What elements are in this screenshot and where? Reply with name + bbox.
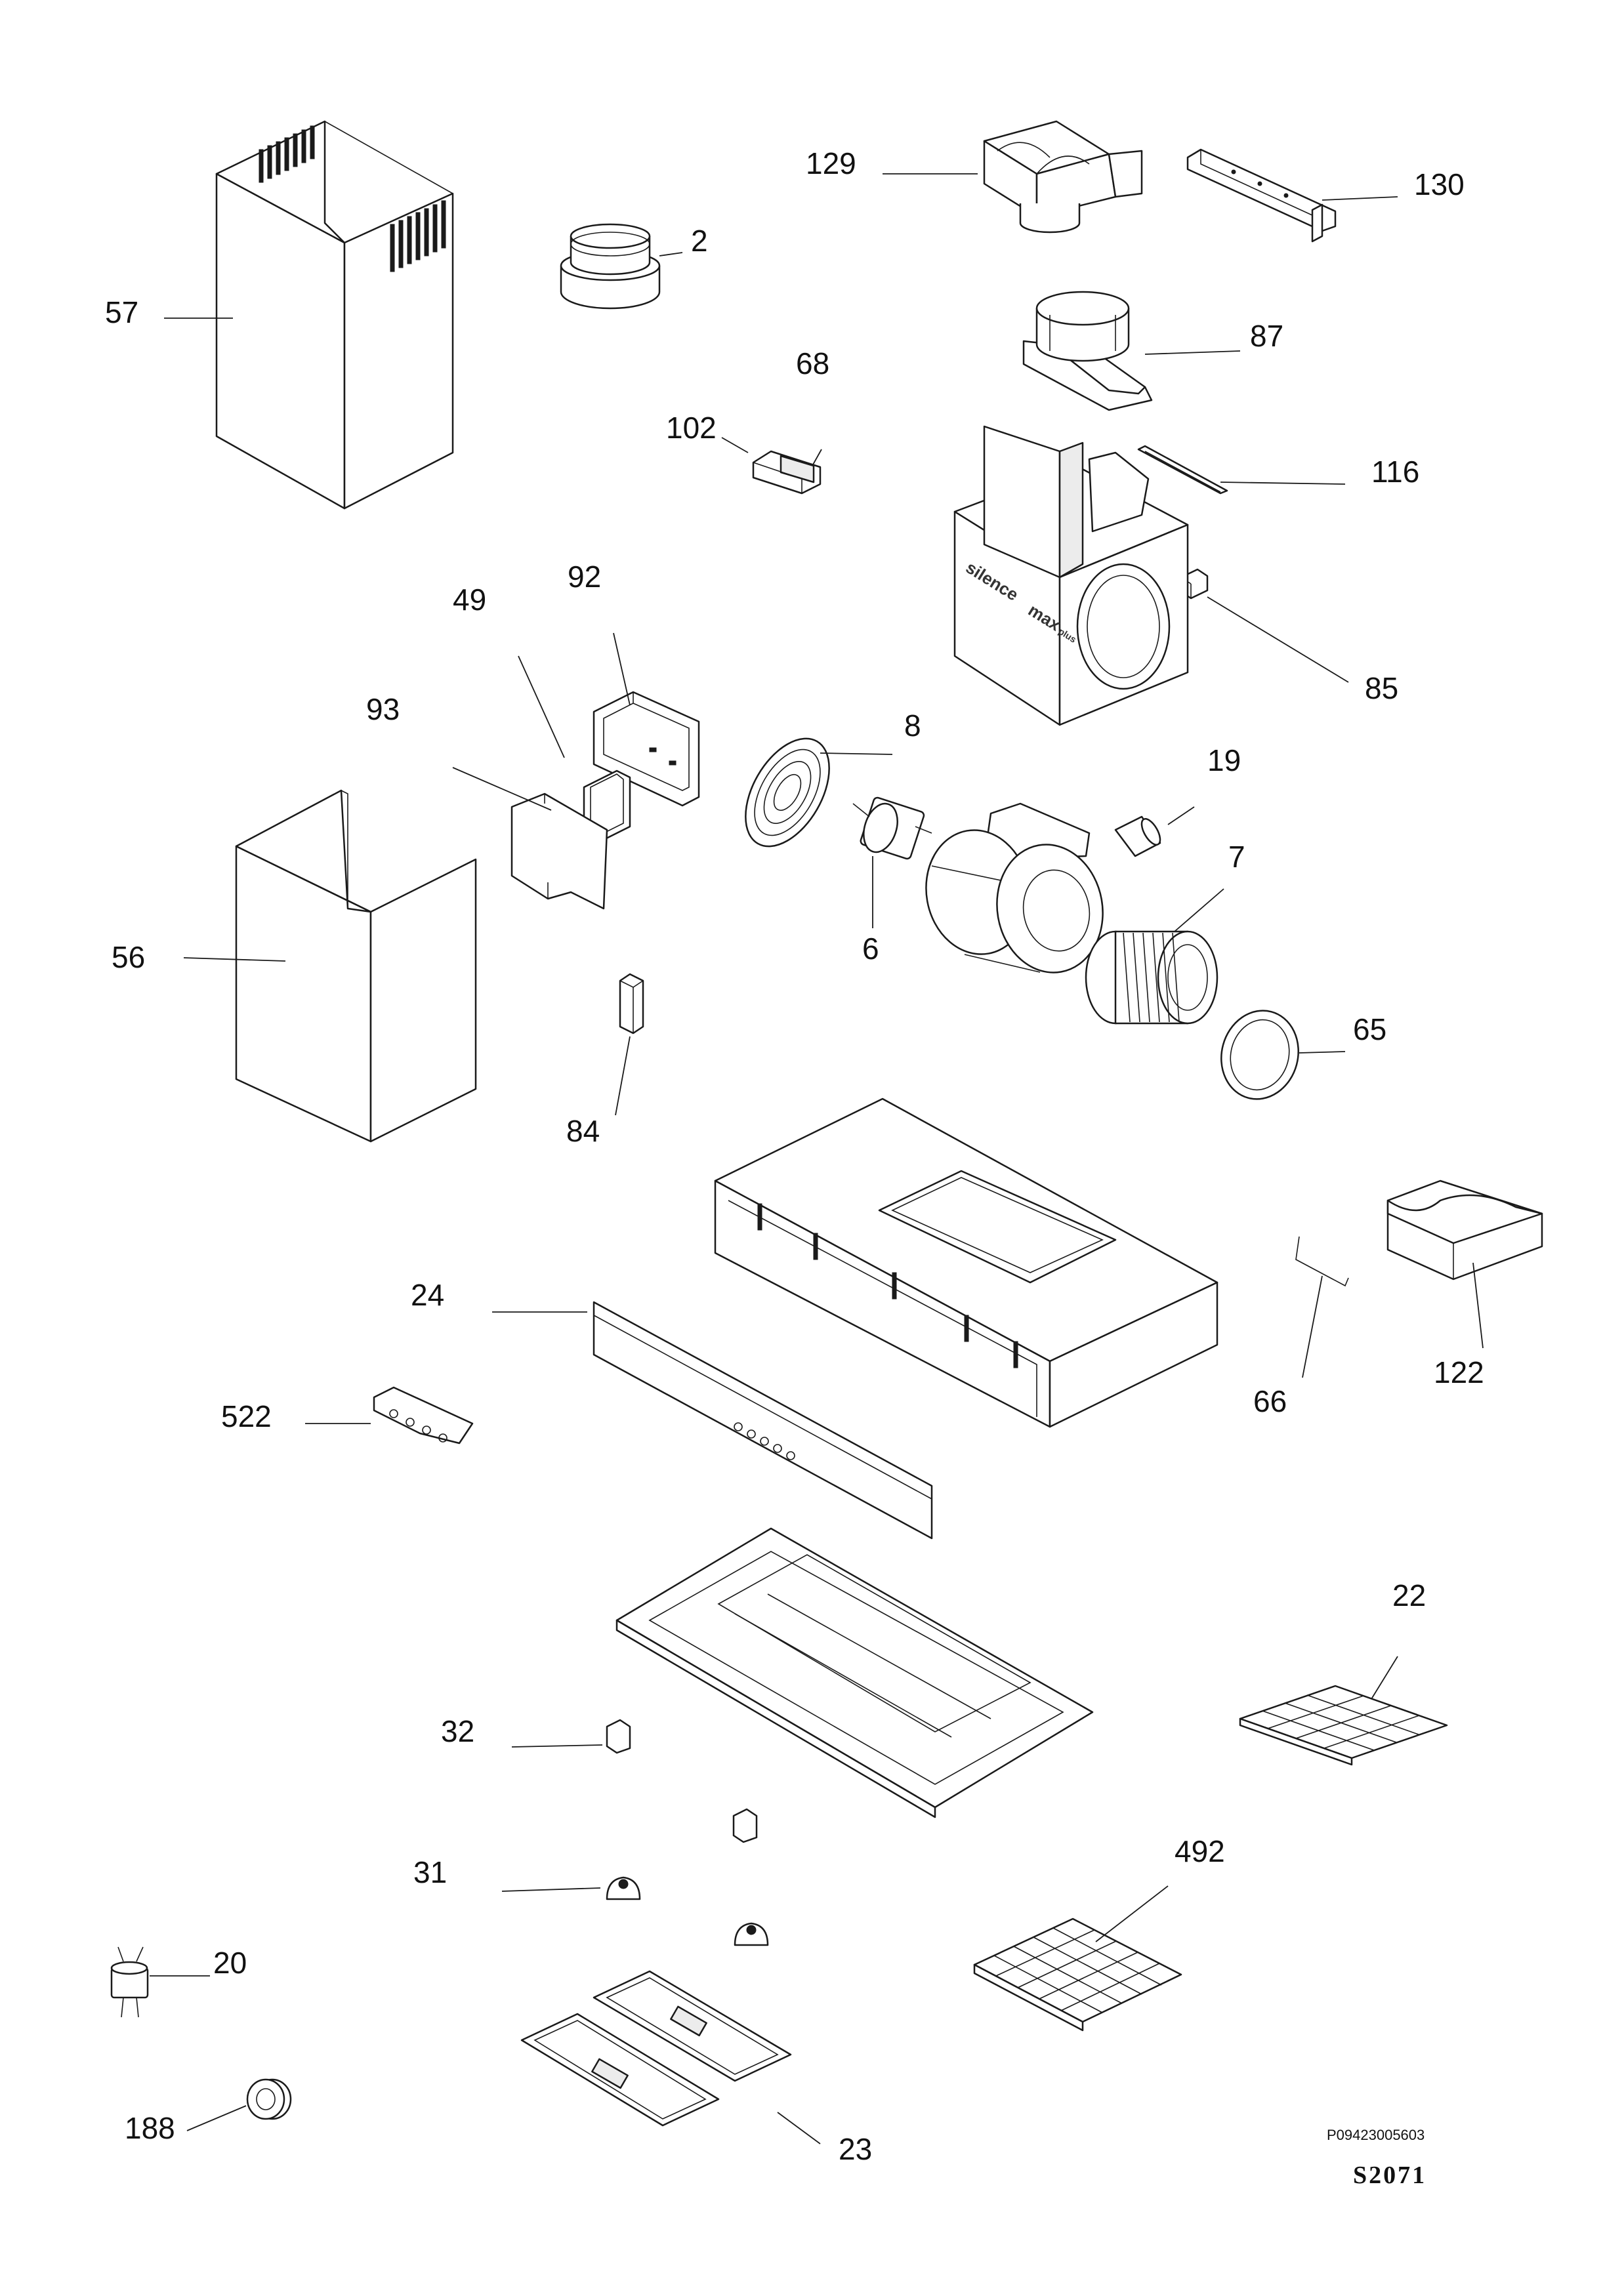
label-66: 24 (411, 1278, 444, 1312)
label-116: 116 (1371, 455, 1419, 489)
label-19: 19 (1207, 743, 1241, 777)
label-20: 20 (213, 1946, 247, 1980)
label-522: 122 (1434, 1355, 1484, 1389)
part-support-strip: 116 (1137, 445, 1419, 495)
label-8: 8 (904, 708, 921, 743)
label-22: 22 (1392, 1578, 1426, 1612)
label-6: 7 (1228, 840, 1245, 874)
label-49: 49 (453, 583, 486, 617)
part-blower-wheel: 7 (1085, 840, 1245, 1025)
label-57: 57 (105, 295, 138, 329)
part-wire-hook: 66 (1253, 1236, 1349, 1418)
label-56: 56 (112, 940, 145, 974)
part-front-panel: 24 (411, 1278, 933, 1540)
part-relay: 68 102 (666, 346, 829, 495)
label-84: 84 (566, 1114, 600, 1148)
part-control-board: 93 (366, 692, 608, 910)
part-mounting-bracket: 130 (1186, 148, 1465, 243)
label-32: 32 (441, 1714, 474, 1748)
part-air-deflector: 129 (806, 120, 1143, 234)
label-24: 66 (1253, 1384, 1287, 1418)
part-chimney-upper: 57 (105, 120, 454, 510)
part-grease-filter-grid: 492 (973, 1834, 1225, 2032)
part-capacitor: 19 (1114, 743, 1241, 857)
part-motor-guard-grille: 8 (745, 708, 921, 848)
part-charcoal-filter: 22 (1239, 1578, 1448, 1766)
part-packaging-foam: 122 (1386, 1179, 1543, 1389)
label-129: 129 (806, 146, 856, 180)
label-93: 93 (366, 692, 400, 726)
part-halogen-lamp: 31 (413, 1855, 769, 1946)
label-85: 85 (1365, 671, 1398, 705)
label-188: 188 (125, 2111, 175, 2145)
part-blower-housing (925, 802, 1104, 974)
label-65: 65 (1353, 1012, 1386, 1046)
part-grommet: 188 (125, 2078, 292, 2145)
document-code: P09423005603 (1327, 2127, 1425, 2143)
part-terminal-connector: 20 (110, 1946, 247, 2018)
label-2: 2 (691, 224, 708, 258)
part-canopy-body (714, 1097, 1218, 1428)
part-grease-filter: 23 (520, 1970, 872, 2166)
part-chimney-lower: 56 (112, 789, 477, 1143)
label-130: 130 (1414, 167, 1465, 201)
label-102: 102 (666, 411, 717, 445)
part-duct-connector: 2 (560, 223, 708, 310)
part-clip: 85 (1180, 568, 1398, 705)
part-electronics-housing: 92 (568, 560, 700, 807)
part-transition-flange: 87 (1022, 291, 1283, 411)
part-motor: 6 (852, 796, 932, 966)
part-transformer: 84 (566, 973, 644, 1148)
part-switch-block: 522 (221, 1386, 474, 1445)
label-92: 92 (568, 560, 601, 594)
vent-slots-right (390, 200, 446, 272)
label-492: 492 (1175, 1834, 1225, 1868)
sheet-id: S2071 (1353, 2162, 1426, 2189)
label-7: 6 (862, 932, 879, 966)
part-inlet-ring: 65 (1220, 1010, 1386, 1100)
part-bottom-frame (615, 1527, 1094, 1818)
part-motor-housing: silence max plus (953, 425, 1189, 726)
label-87: 87 (1250, 319, 1283, 353)
part-lamp-holder-clip: 32 (441, 1714, 758, 1843)
label-31: 31 (413, 1855, 447, 1889)
vent-slots-left (259, 125, 315, 183)
label-68: 68 (796, 346, 829, 380)
label-23: 23 (839, 2132, 872, 2166)
label-122: 522 (221, 1399, 272, 1433)
